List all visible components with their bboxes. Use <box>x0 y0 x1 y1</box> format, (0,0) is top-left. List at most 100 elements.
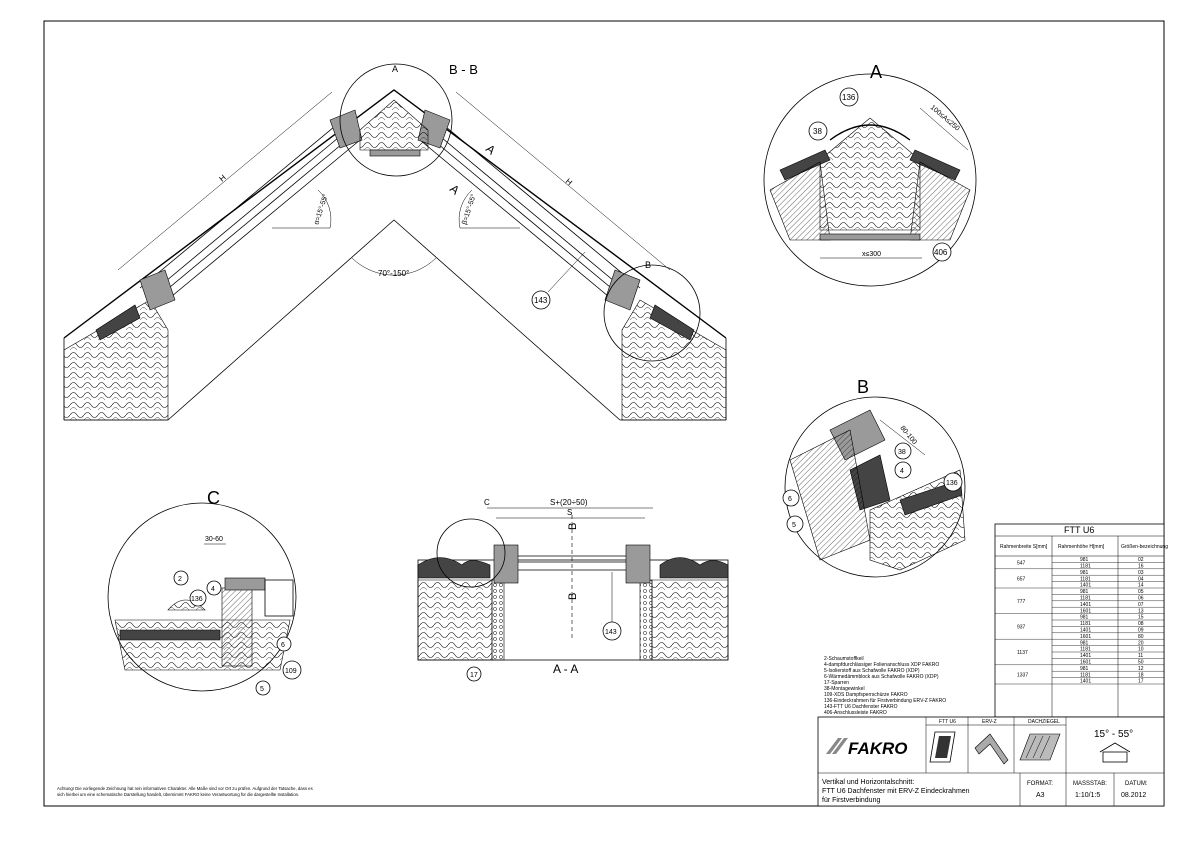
table-height-cell: 1401 <box>1080 679 1091 685</box>
legend-item: 406-Anschlussleiste FAKRO <box>824 710 887 716</box>
table-height-cell: 1181 <box>1080 672 1091 678</box>
table-header: Rahmenhöhe H[mm] <box>1058 544 1105 550</box>
table-code-cell: 18 <box>1138 672 1144 678</box>
table-width-cell: 777 <box>1017 599 1026 605</box>
table-height-cell: 981 <box>1080 589 1089 595</box>
table-width-cell: 937 <box>1017 624 1026 630</box>
table-code-cell: 17 <box>1138 679 1144 685</box>
table-code-cell: 02 <box>1138 557 1144 563</box>
detail-c-title: C <box>207 488 220 508</box>
table-code-cell: 09 <box>1138 628 1144 634</box>
section-aa-title: A - A <box>553 662 578 676</box>
legend-item: 6-Wärmedämmblock aus Schafwolle FAKRO (X… <box>824 674 939 680</box>
date-value: 08.2012 <box>1121 792 1146 799</box>
detail-b-marker <box>603 264 701 362</box>
detail-a-circle <box>763 73 977 287</box>
table-height-cell: 1181 <box>1080 621 1091 627</box>
logo-text: FAKRO <box>848 739 908 758</box>
house-icon <box>1099 742 1131 753</box>
dim-s-total: S+(20÷50) <box>550 498 588 507</box>
format-value: A3 <box>1036 792 1045 799</box>
dim-c-gap: 30-60 <box>205 536 223 543</box>
section-aa-cut-b-bottom: B <box>567 593 579 600</box>
detail-a-marker-label: A <box>392 64 398 74</box>
roof-tile-icon <box>1019 733 1061 761</box>
title-block: FTT U6 ERV-Z DACHZIEGEL FAKRO 15° - 55° … <box>817 716 1165 807</box>
date-label: DATUM: <box>1125 781 1148 787</box>
table-height-cell: 981 <box>1080 557 1089 563</box>
table-code-cell: 04 <box>1138 576 1144 582</box>
table-code-cell: 06 <box>1138 596 1144 602</box>
table-code-cell: 08 <box>1138 621 1144 627</box>
table-width-cell: 1137 <box>1017 650 1028 656</box>
table-code-cell: 12 <box>1138 666 1144 672</box>
callout-17-aa: 17 <box>470 672 478 679</box>
titleblock-col3: DACHZIEGEL <box>1028 719 1060 725</box>
dim-ridge-angle: 70°-150° <box>378 269 409 278</box>
table-code-cell: 05 <box>1138 589 1144 595</box>
section-aa-cut-b-top: B <box>567 523 579 530</box>
callout-5-b: 5 <box>792 522 796 529</box>
detail-c-circle <box>107 502 297 692</box>
callout-136-b: 136 <box>946 480 958 487</box>
detail-b-marker-label: B <box>645 260 651 270</box>
callout-406-a: 406 <box>934 248 948 257</box>
table-code-cell: 03 <box>1138 570 1144 576</box>
sheet-frame <box>43 20 1165 807</box>
roof-outer-line <box>63 89 727 339</box>
dim-h-right: H <box>564 177 574 188</box>
callout-38-a: 38 <box>813 127 822 136</box>
table-height-cell: 981 <box>1080 666 1089 672</box>
callout-136-a: 136 <box>842 93 856 102</box>
table-height-cell: 1601 <box>1080 660 1091 666</box>
callout-4-c: 4 <box>211 586 215 593</box>
legend-item: 2-Schaumstoffkeil <box>824 656 864 662</box>
dim-s: S <box>567 508 572 517</box>
table-height-cell: 981 <box>1080 615 1089 621</box>
callout-136-c: 136 <box>191 596 203 603</box>
titleblock-col1: FTT U6 <box>939 719 956 725</box>
detail-a-marker <box>339 63 453 177</box>
table-code-cell: 07 <box>1138 602 1144 608</box>
detail-a: A x≤300 100≤A≤250 136 38 406 <box>763 62 977 287</box>
callout-143-main <box>531 290 551 310</box>
detail-c-insulation <box>114 619 291 671</box>
dim-h-left: H <box>218 173 228 184</box>
window-glass-icon <box>935 736 951 758</box>
window-left <box>139 109 363 311</box>
detail-b: B 80-100 38 4 136 6 5 <box>782 377 966 578</box>
table-code-cell: 11 <box>1138 653 1143 659</box>
table-height-cell: 1401 <box>1080 653 1091 659</box>
main-title: B - B <box>449 62 478 77</box>
table-width-cell: 547 <box>1017 560 1026 566</box>
titleblock-desc-3: für Firstverbindung <box>822 797 880 804</box>
legend-item: 17-Sparren <box>824 680 849 686</box>
legend-item: 109-XDS Dampfsperrschürze FAKRO <box>824 692 908 698</box>
legend-item: 143-FTT U6 Dachfenster FAKRO <box>824 704 898 710</box>
disclaimer-line-1: Achtung! Die vorliegende Zeichnung hat r… <box>57 786 313 791</box>
table-code-cell: 50 <box>1138 660 1144 666</box>
table-code-cell: 13 <box>1138 608 1144 614</box>
legend-item: 38-Montagewinkel <box>824 686 865 692</box>
legend-item: 5-Isolierstoff aus Schafwolle FAKRO (XDP… <box>824 668 920 674</box>
callout-109-c: 109 <box>285 668 297 675</box>
table-code-cell: 10 <box>1138 647 1144 653</box>
callout-5-c: 5 <box>260 686 264 693</box>
detail-b-title: B <box>857 377 869 397</box>
flashing-icon <box>974 733 1009 765</box>
dim-a-bottom: x≤300 <box>862 251 881 258</box>
scale-label: MASSSTAB: <box>1073 781 1107 787</box>
titleblock-desc-2: FTT U6 Dachfenster mit ERV-Z Eindeckrahm… <box>822 788 970 795</box>
table-code-cell: 80 <box>1138 634 1144 640</box>
callout-6-c: 6 <box>281 642 285 649</box>
callout-143-main-text: 143 <box>534 296 548 305</box>
legend: 2-Schaumstoffkeil 4-dampfdurchlässiger F… <box>824 656 946 716</box>
main-section-bb: B - B <box>63 62 727 421</box>
size-table: FTT U6 Rahmenbreite S[mm] Rahmenhöhe H[m… <box>994 523 1168 718</box>
table-height-cell: 1181 <box>1080 596 1091 602</box>
table-width-cell: 1337 <box>1017 672 1028 678</box>
section-aa-cut-c: C <box>484 498 490 507</box>
table-code-cell: 14 <box>1138 583 1144 589</box>
format-label: FORMAT: <box>1027 781 1053 787</box>
